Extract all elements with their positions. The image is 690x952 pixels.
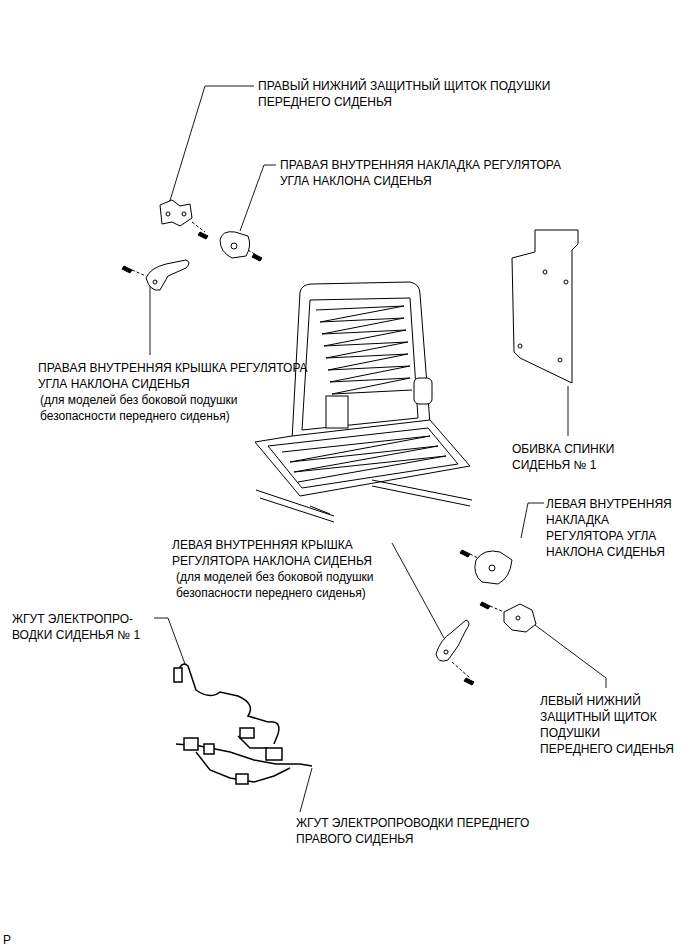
part-label: ПРАВЫЙ НИЖНИЙ ЗАЩИТНЫЙ ЩИТОК ПОДУШКИ ПЕР… xyxy=(258,78,608,110)
part-label: ЛЕВАЯ ВНУТРЕННЯЯ НАКЛАДКА РЕГУЛЯТОРА УГЛ… xyxy=(546,496,684,560)
right-lower-shield xyxy=(160,200,208,239)
part-label: ЛЕВЫЙ НИЖНИЙ ЗАЩИТНЫЙ ЩИТОК ПОДУШКИ ПЕРЕ… xyxy=(540,693,674,757)
part-label: ПРАВАЯ ВНУТРЕННЯЯ КРЫШКА РЕГУЛЯТОРА УГЛА… xyxy=(38,360,328,392)
part-label: ПРАВАЯ ВНУТРЕННЯЯ НАКЛАДКА РЕГУЛЯТОРА УГ… xyxy=(280,157,570,189)
part-label: ЖГУТ ЭЛЕКТРОПРОВОДКИ ПЕРЕДНЕГО ПРАВОГО С… xyxy=(296,815,576,847)
seatback-board xyxy=(512,230,578,383)
left-inner-pad xyxy=(460,550,512,584)
part-label: ОБИВКА СПИНКИ СИДЕНЬЯ № 1 xyxy=(512,441,652,473)
note-label: (для моделей без боковой подушки безопас… xyxy=(176,569,416,601)
part-label: ЛЕВАЯ ВНУТРЕННЯЯ КРЫШКА РЕГУЛЯТОРА НАКЛО… xyxy=(172,537,412,569)
wire-harness xyxy=(174,664,312,784)
right-inner-pad xyxy=(220,232,262,261)
left-inner-cover xyxy=(436,620,474,685)
part-label: ЖГУТ ЭЛЕКТРОПРО- ВОДКИ СИДЕНЬЯ № 1 xyxy=(12,611,146,643)
right-inner-cover xyxy=(122,260,189,290)
seat-frame xyxy=(255,282,472,522)
figure-code: P xyxy=(3,932,43,948)
left-lower-shield xyxy=(480,602,536,632)
note-label: (для моделей без боковой подушки безопас… xyxy=(40,392,280,424)
